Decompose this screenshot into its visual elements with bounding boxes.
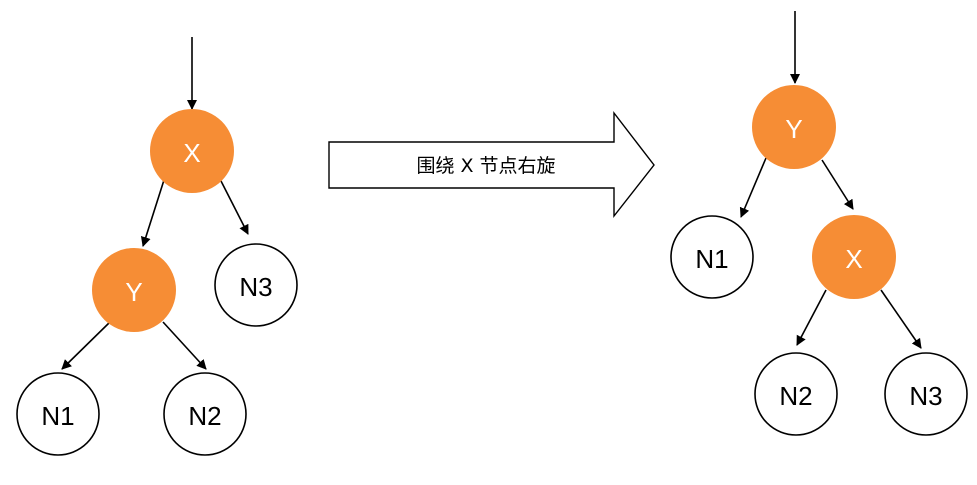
before-node-n3-label: N3	[239, 272, 272, 302]
after-edge-y-to-n1	[739, 157, 767, 218]
after-node-y: Y	[752, 85, 836, 169]
after-node-n2-label: N2	[779, 381, 812, 411]
before-tree: X Y N3 N1 N2	[16, 37, 298, 456]
after-node-x-label: X	[845, 244, 862, 274]
before-node-y: Y	[92, 248, 176, 332]
rotation-arrow-caption: 围绕 X 节点右旋	[416, 155, 555, 177]
after-node-n2: N2	[754, 352, 838, 436]
before-node-y-label: Y	[125, 277, 142, 307]
rotation-arrow: 围绕 X 节点右旋	[328, 110, 655, 219]
after-node-n3-label: N3	[909, 381, 942, 411]
before-node-x-label: X	[183, 138, 200, 168]
before-node-n2-label: N2	[188, 401, 221, 431]
after-node-y-label: Y	[785, 114, 802, 144]
after-edge-y-to-x	[821, 159, 854, 210]
after-node-n1: N1	[670, 215, 754, 299]
before-node-n3: N3	[214, 243, 298, 327]
after-edge-x-to-n3	[880, 289, 922, 349]
after-node-n1-label: N1	[695, 244, 728, 274]
before-node-n1: N1	[16, 372, 100, 456]
before-edge-x-to-y	[140, 179, 165, 247]
before-node-n2: N2	[163, 372, 247, 456]
before-edge-x-to-n3	[220, 180, 249, 235]
before-edge-y-to-n1	[61, 321, 111, 370]
after-node-n3: N3	[884, 352, 968, 436]
rotation-arrow-shape	[328, 110, 655, 219]
before-edge-y-to-n2	[162, 321, 207, 370]
after-tree: Y N1 X N2 N3	[670, 11, 968, 436]
before-node-x: X	[150, 109, 234, 193]
after-edge-x-to-n2	[796, 289, 827, 346]
before-node-n1-label: N1	[41, 401, 74, 431]
after-node-x: X	[812, 215, 896, 299]
